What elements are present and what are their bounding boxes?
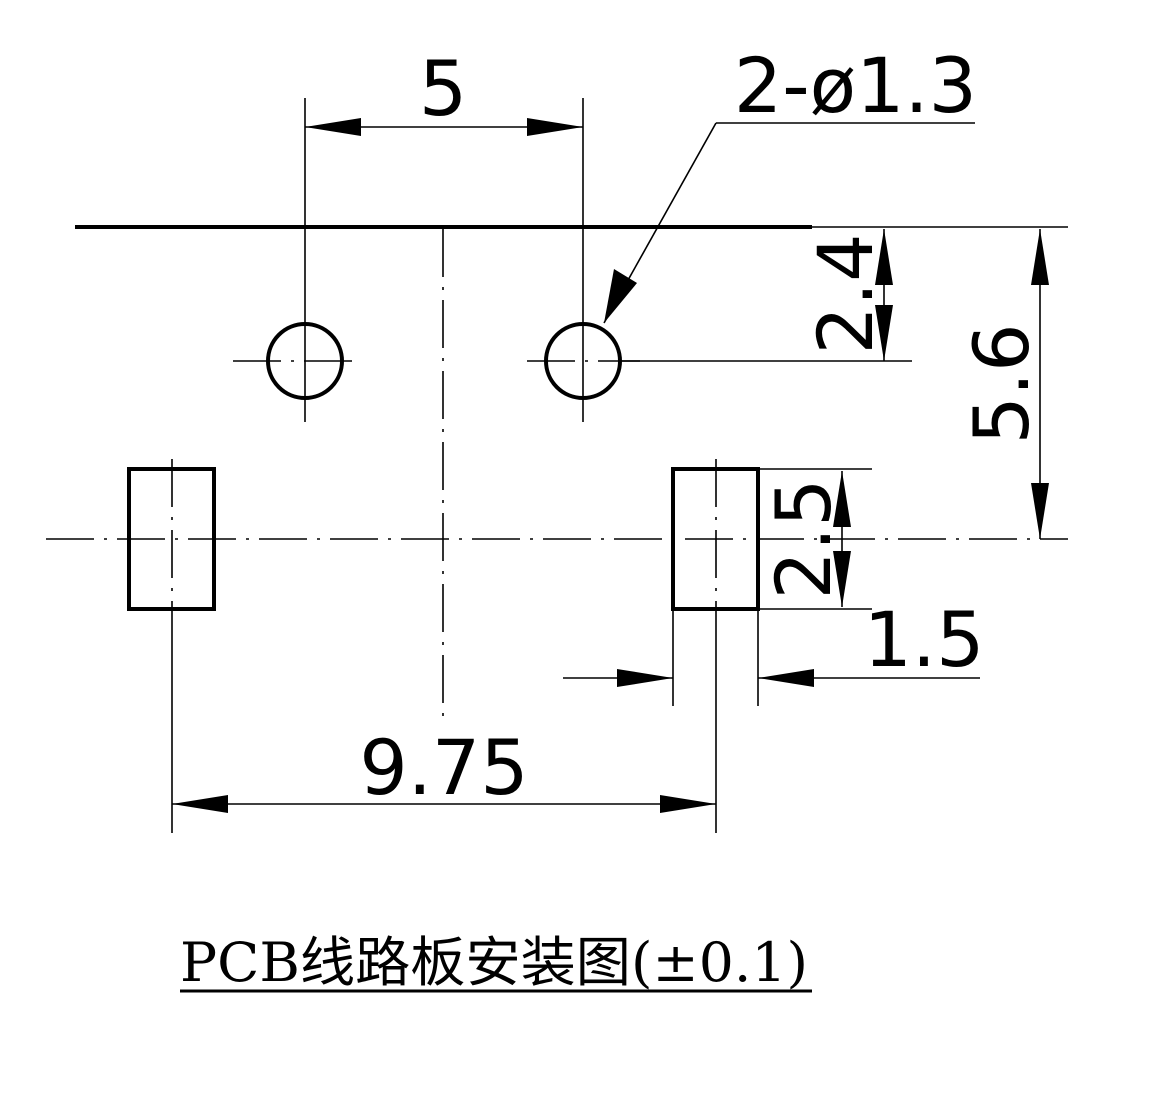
mounting-hole-right: [527, 98, 912, 422]
dimension-hole-spacing: 5: [305, 44, 583, 136]
drawing-title: PCB线路板安装图(±0.1): [180, 931, 812, 994]
dimension-pad-offset-label: 5.6: [957, 324, 1046, 445]
dimension-hole-offset: 2.4: [801, 229, 893, 361]
drawing-title-label: PCB线路板安装图(±0.1): [180, 931, 808, 994]
dimension-pad-offset: 5.6: [957, 229, 1049, 539]
dimension-hole-spacing-label: 5: [419, 44, 467, 133]
dimension-pad-spacing: 9.75: [172, 723, 716, 813]
dimension-pad-height: 2.5: [758, 468, 872, 610]
dimension-pad-width: 1.5: [563, 595, 984, 706]
dimension-pad-width-label: 1.5: [864, 595, 985, 684]
dimension-pad-height-label: 2.5: [759, 479, 848, 600]
mounting-hole-left: [233, 98, 360, 422]
hole-callout: 2-ø1.3: [603, 41, 977, 324]
dimension-hole-offset-label: 2.4: [801, 234, 890, 355]
hole-callout-label: 2-ø1.3: [734, 41, 977, 130]
dimension-pad-spacing-label: 9.75: [359, 723, 528, 812]
